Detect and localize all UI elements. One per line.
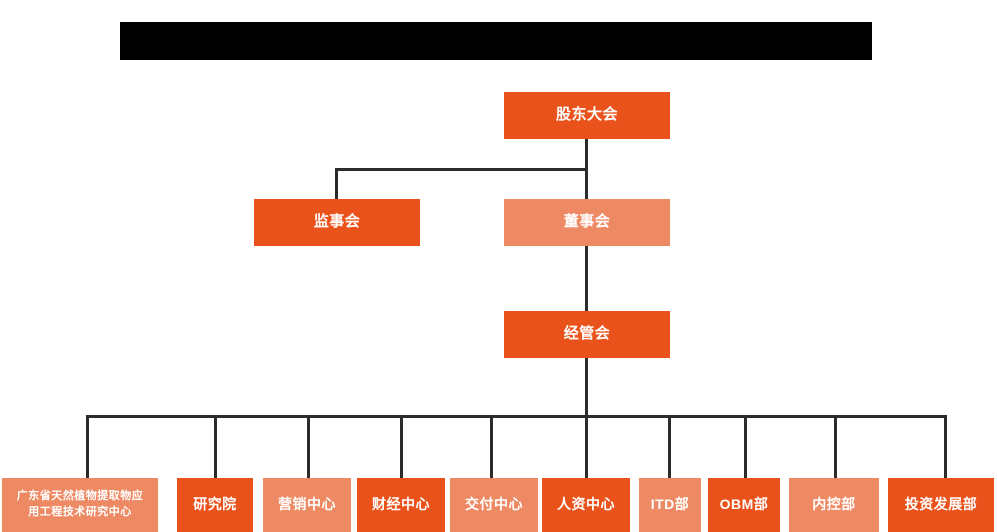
node-department-investment-development[interactable]: 投资发展部 [888, 478, 994, 532]
node-board-of-directors[interactable]: 董事会 [504, 199, 670, 246]
node-department-obm[interactable]: OBM部 [708, 478, 780, 532]
node-supervisory-board[interactable]: 监事会 [254, 199, 420, 246]
node-department-finance-center[interactable]: 财经中心 [357, 478, 445, 532]
connector-to-department-5 [490, 415, 493, 479]
connector-to-department-3 [307, 415, 310, 479]
connector-level2-bus [335, 168, 588, 171]
node-department-hr-center[interactable]: 人资中心 [542, 478, 630, 532]
connector-shareholders-stem [585, 139, 588, 171]
node-department-label-line2: 用工程技术研究中心 [28, 506, 132, 518]
connector-to-supervisory-board [335, 168, 338, 201]
node-department-research-center[interactable]: 广东省天然植物提取物应 用工程技术研究中心 [2, 478, 158, 532]
node-department-marketing-center[interactable]: 营销中心 [263, 478, 351, 532]
connector-to-department-8 [744, 415, 747, 479]
connector-to-department-6 [585, 415, 588, 479]
connector-departments-bus [86, 415, 946, 418]
connector-to-department-10 [944, 415, 947, 479]
node-department-internal-control[interactable]: 内控部 [789, 478, 879, 532]
connector-to-board-of-directors [585, 168, 588, 201]
connector-to-department-4 [400, 415, 403, 479]
connector-to-department-9 [834, 415, 837, 479]
node-department-label-line1: 广东省天然植物提取物应 [16, 490, 144, 503]
connector-to-department-7 [668, 415, 671, 479]
node-shareholders-meeting[interactable]: 股东大会 [504, 92, 670, 139]
node-department-delivery-center[interactable]: 交付中心 [450, 478, 538, 532]
node-department-research-institute[interactable]: 研究院 [177, 478, 253, 532]
connector-to-department-1 [86, 415, 89, 479]
node-department-itd[interactable]: ITD部 [639, 478, 701, 532]
connector-management-stem [585, 357, 588, 417]
connector-board-to-management [585, 245, 588, 313]
redacted-title-bar [120, 22, 872, 60]
node-management-committee[interactable]: 经管会 [504, 311, 670, 358]
connector-to-department-2 [214, 415, 217, 479]
